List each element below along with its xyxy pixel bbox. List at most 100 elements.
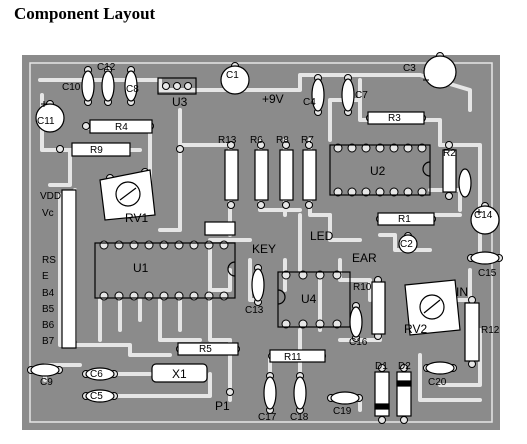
- pad: [400, 416, 408, 424]
- capacitor-c12: [101, 70, 115, 102]
- pad: [378, 416, 386, 424]
- label-r6: R6: [250, 135, 263, 146]
- capacitor-c9: [30, 363, 60, 377]
- u1-pin: [129, 291, 139, 301]
- u1-pin: [174, 291, 184, 301]
- capacitor-c1: [220, 65, 250, 95]
- label-d2: D2: [398, 361, 411, 372]
- label-ear: EAR: [352, 251, 377, 265]
- label-c7: C7: [355, 90, 368, 101]
- label-rv2: RV2: [404, 322, 427, 336]
- label-e: E: [42, 271, 49, 282]
- label-c14: C14: [474, 210, 493, 221]
- u4-pin: [298, 270, 308, 280]
- label-r9: R9: [90, 145, 103, 156]
- label-c13: C13: [245, 305, 264, 316]
- u1-pin: [204, 291, 214, 301]
- u4-pin: [281, 270, 291, 280]
- label-r5: R5: [199, 344, 212, 355]
- u1-pin: [114, 291, 124, 301]
- u3-pin: [162, 82, 170, 90]
- resistor-r7: [302, 149, 317, 201]
- capacitor-c20: [425, 361, 455, 375]
- resistor-r9: [71, 142, 131, 157]
- label-c15: C15: [478, 268, 497, 279]
- label-led: LED: [310, 229, 334, 243]
- capacitor-c16: [349, 306, 363, 338]
- diode-d2: [396, 371, 412, 417]
- pad: [445, 192, 453, 200]
- board-outline: [29, 62, 493, 423]
- jumper-block: [204, 221, 236, 236]
- capacitor-c11: [35, 103, 65, 133]
- label-c2: C2: [400, 239, 413, 250]
- resistor-r1: [377, 212, 435, 226]
- u2-pin: [375, 187, 385, 197]
- resistor-r13: [224, 149, 239, 201]
- page-title: Component Layout: [14, 4, 156, 23]
- capacitor-c4: [311, 78, 325, 112]
- capacitor-c6: [85, 367, 115, 381]
- label-b4: B4: [42, 288, 55, 299]
- resistor-r3: [367, 111, 425, 125]
- u1-pin: [114, 240, 124, 250]
- pad: [282, 201, 290, 209]
- label-c11: C11: [37, 116, 55, 127]
- capacitor-c3: [423, 55, 457, 89]
- label-r7: R7: [301, 135, 314, 146]
- u2-pin: [417, 143, 427, 153]
- trimmer-rv2: [404, 279, 461, 336]
- pad: [445, 141, 453, 149]
- u2-pin: [389, 143, 399, 153]
- capacitor-c14: [470, 205, 500, 235]
- label-x1: X1: [172, 367, 187, 381]
- label-key: KEY: [252, 242, 276, 256]
- label-r12: R12: [481, 325, 500, 336]
- capacitor-c19: [330, 391, 360, 405]
- label-r3: R3: [388, 113, 401, 124]
- u1-pin: [204, 240, 214, 250]
- capacitor-c10: [81, 70, 95, 102]
- u4-pin: [315, 319, 325, 329]
- label-r1: R1: [398, 214, 411, 225]
- u4-pin: [315, 270, 325, 280]
- label-c19: C19: [333, 406, 352, 417]
- pad: [82, 122, 90, 130]
- capacitor-c8: [124, 70, 138, 102]
- u2-pin: [403, 143, 413, 153]
- pad: [56, 145, 64, 153]
- capacitor-c7: [341, 78, 355, 112]
- label-in: IN: [456, 285, 468, 299]
- capacitor-c5: [85, 389, 115, 403]
- label-rs: RS: [42, 255, 56, 266]
- u1-pin: [189, 291, 199, 301]
- label-r10: R10: [353, 282, 372, 293]
- label-c12: C12: [97, 62, 116, 73]
- pad: [257, 201, 265, 209]
- pad: [226, 388, 234, 396]
- resistor-r2: [442, 149, 457, 193]
- u1-pin: [174, 240, 184, 250]
- diode-d1: [374, 371, 390, 417]
- label-c16: C16: [349, 337, 368, 348]
- u2-pin: [333, 143, 343, 153]
- u1-pin: [159, 240, 169, 250]
- label-r11: R11: [284, 352, 302, 363]
- label-c9: C9: [40, 377, 53, 388]
- u4-pin: [281, 319, 291, 329]
- u1-pin: [144, 291, 154, 301]
- lcd-header: [61, 189, 77, 349]
- u1-pin: [144, 240, 154, 250]
- label-c20: C20: [428, 377, 447, 388]
- label-plus9v: +9V: [262, 92, 284, 106]
- label-b7: B7: [42, 336, 55, 347]
- label-c10: C10: [62, 82, 81, 93]
- label-b5: B5: [42, 304, 55, 315]
- label-p1: P1: [215, 399, 230, 413]
- u1-pin: [129, 240, 139, 250]
- label-r4: R4: [115, 122, 128, 133]
- label-u3: U3: [172, 95, 188, 109]
- label-c1: C1: [226, 70, 239, 81]
- label-c8: C8: [126, 84, 139, 95]
